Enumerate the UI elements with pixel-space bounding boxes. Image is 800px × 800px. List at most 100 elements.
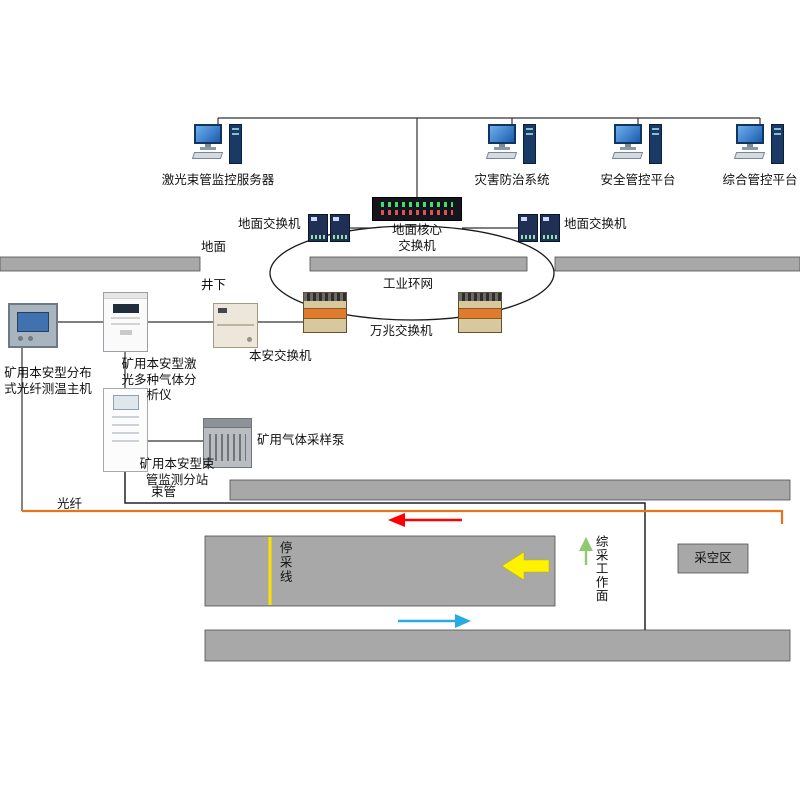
device-detail-line: [111, 323, 140, 325]
yellow-advance-arrow: [501, 551, 550, 581]
keyboard-icon: [485, 152, 518, 159]
switch-ports-row: [304, 293, 346, 301]
label-gas-sampling-pump: 矿用气体采样泵: [257, 433, 345, 447]
monitor-stand-icon: [499, 144, 505, 147]
surface-rock-middle: [309, 256, 528, 272]
device-top-strip: [104, 293, 147, 299]
gas-sampling-pump: [203, 418, 252, 468]
label-disaster-system: 灾害防治系统: [474, 173, 550, 187]
switch-front-band: [304, 308, 346, 319]
intrinsically-safe-switch: [213, 303, 258, 348]
keyboard-icon: [733, 152, 766, 159]
monitor-base-icon: [494, 147, 510, 150]
label-ground-switch-left: 地面交换机: [238, 217, 301, 231]
device-top-strip: [204, 419, 251, 428]
red-airflow-arrow-head: [388, 513, 405, 527]
label-core-line1: 地面核心: [391, 223, 442, 237]
workstation-disaster-system: [485, 124, 538, 170]
beam-tube-monitoring-station: [103, 388, 148, 472]
switch-module: [308, 214, 328, 242]
switch-ports-row: [381, 210, 453, 215]
switch-module: [518, 214, 538, 242]
label-core-line2: 交换机: [398, 238, 436, 253]
computer-tower-icon: [523, 124, 536, 164]
blue-airflow-arrow-head: [455, 614, 471, 628]
workstation-bus-line: [217, 117, 761, 197]
computer-tower-icon: [649, 124, 662, 164]
device-detail-line: [112, 432, 139, 434]
device-screen: [112, 395, 139, 410]
monitor-icon: [736, 124, 764, 144]
label-working-face: 综采工作面: [593, 535, 608, 603]
roadway-rock-bottom: [204, 629, 791, 662]
device-detail-line: [111, 317, 140, 319]
label-laser-tube-server: 激光束管监控服务器: [161, 173, 275, 187]
label-laser-gas-analyzer: 矿用本安型激光多种气体分析仪: [121, 357, 197, 403]
switch-ports-row: [381, 202, 453, 207]
workstation-laser-tube-server: [191, 124, 244, 170]
device-detail-line: [217, 324, 254, 326]
cable-gland-icon: [28, 336, 33, 341]
monitor-icon: [488, 124, 516, 144]
label-ground-core-switch: 地面核心 交换机: [385, 223, 449, 254]
industrial-ring-ellipse: [269, 225, 555, 321]
ground-switch-right: [518, 214, 560, 242]
switch-ports-row: [459, 293, 501, 301]
device-indicator: [247, 337, 252, 342]
roadway-rock-top: [229, 479, 791, 501]
monitor-icon: [614, 124, 642, 144]
device-detail-line: [112, 416, 139, 418]
workstation-integrated-platform: [733, 124, 786, 170]
cable-gland-icon: [18, 336, 23, 341]
monitor-base-icon: [620, 147, 636, 150]
switch-module: [330, 214, 350, 242]
fiber-optic-line: [22, 509, 784, 524]
device-foot: [119, 330, 132, 335]
fiber-temperature-host: [8, 303, 58, 348]
computer-tower-icon: [771, 124, 784, 164]
label-fiber-temperature-host: 矿用本安型分布式光纤测温主机: [4, 366, 92, 396]
surface-rock-right: [554, 256, 800, 272]
ring-switch-left: [303, 292, 347, 333]
label-intrinsically-safe-switch: 本安交换机: [249, 349, 312, 363]
device-detail-line: [112, 424, 139, 426]
keyboard-icon: [611, 152, 644, 159]
surface-rock-left: [0, 256, 201, 272]
monitor-stand-icon: [205, 144, 211, 147]
computer-tower-icon: [229, 124, 242, 164]
label-safety-platform: 安全管控平台: [600, 173, 676, 187]
device-screen: [17, 312, 49, 332]
switch-front-band: [459, 308, 501, 319]
monitor-stand-icon: [747, 144, 753, 147]
ground-core-switch: [372, 197, 462, 221]
label-fiber-optic: 光纤: [57, 497, 83, 511]
coal-panel-block: [204, 535, 556, 607]
monitor-icon: [194, 124, 222, 144]
ring-switch-right: [458, 292, 502, 333]
monitor-stand-icon: [625, 144, 631, 147]
monitor-base-icon: [742, 147, 758, 150]
monitor-base-icon: [200, 147, 216, 150]
label-goaf: 采空区: [694, 551, 732, 565]
green-face-arrow-head: [579, 537, 593, 551]
label-integrated-platform: 综合管控平台: [722, 173, 798, 187]
label-industrial-ring: 工业环网: [383, 277, 434, 291]
device-vent-slots: [209, 434, 246, 461]
goaf-block: [677, 543, 749, 574]
ground-switch-left: [308, 214, 350, 242]
switch-module: [540, 214, 560, 242]
device-port-block: [218, 308, 227, 313]
label-stop-mining-line: 停采线: [277, 541, 292, 585]
workstation-safety-platform: [611, 124, 664, 170]
label-10g-switch: 万兆交换机: [370, 324, 433, 338]
laser-gas-analyzer: [103, 292, 148, 352]
beam-tube-line: [124, 472, 646, 630]
label-ground-switch-right: 地面交换机: [564, 217, 627, 231]
device-screen: [112, 304, 139, 313]
label-underground: 井下: [201, 278, 227, 292]
label-surface: 地面: [201, 240, 227, 254]
keyboard-icon: [191, 152, 224, 159]
label-beam-tube: 束管: [151, 485, 177, 499]
